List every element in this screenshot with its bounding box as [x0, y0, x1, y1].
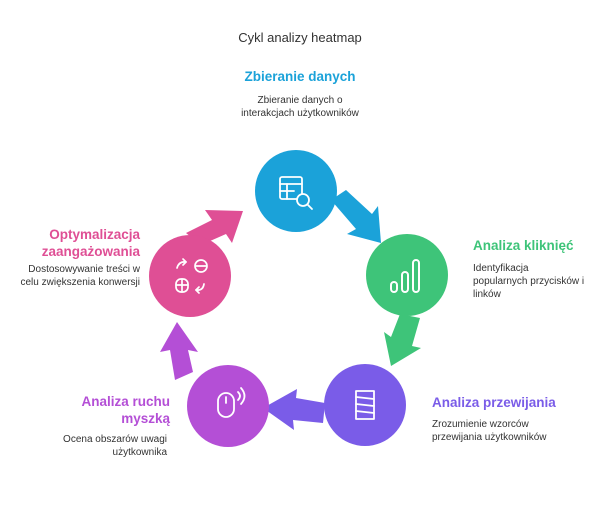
node-click-analysis [366, 234, 448, 316]
step-desc-click-analysis: Identyfikacja popularnych przycisków i l… [473, 263, 585, 300]
node-engagement-optimization [149, 235, 231, 317]
step-desc-scroll-analysis: Zrozumienie wzorców przewijania użytkown… [432, 419, 547, 443]
step-title-mouse-analysis: Analiza ruchu myszką [81, 394, 170, 426]
diagram-title: Cykl analizy heatmap [238, 30, 362, 45]
bar-chart-icon [390, 259, 420, 293]
step-title-engagement-optimization: Optymalizacja zaangażowania [41, 227, 140, 259]
step-desc-engagement-optimization: Dostosowywanie treści w celu zwiększenia… [20, 264, 141, 288]
step-desc-data-collection: Zbieranie danych o interakcjach użytkown… [241, 95, 359, 119]
optimize-cycle-icon [175, 258, 208, 294]
node-data-collection [255, 150, 337, 232]
arrow-mouse-to-optimize [160, 322, 198, 380]
step-title-scroll-analysis: Analiza przewijania [432, 395, 556, 410]
mouse-icon [217, 387, 246, 418]
scroll-icon [355, 390, 375, 420]
step-title-data-collection: Zbieranie danych [244, 69, 356, 84]
arrow-clicks-to-scroll [384, 314, 421, 366]
arrow-scroll-to-mouse [263, 389, 325, 430]
table-search-icon [279, 176, 313, 210]
step-desc-mouse-analysis: Ocena obszarów uwagi użytkownika [63, 434, 167, 458]
step-title-click-analysis: Analiza kliknięć [473, 238, 574, 253]
node-mouse-analysis [187, 365, 269, 447]
node-scroll-analysis [324, 364, 406, 446]
arrow-data-to-clicks [331, 190, 381, 243]
arrow-optimize-to-data [186, 210, 243, 245]
